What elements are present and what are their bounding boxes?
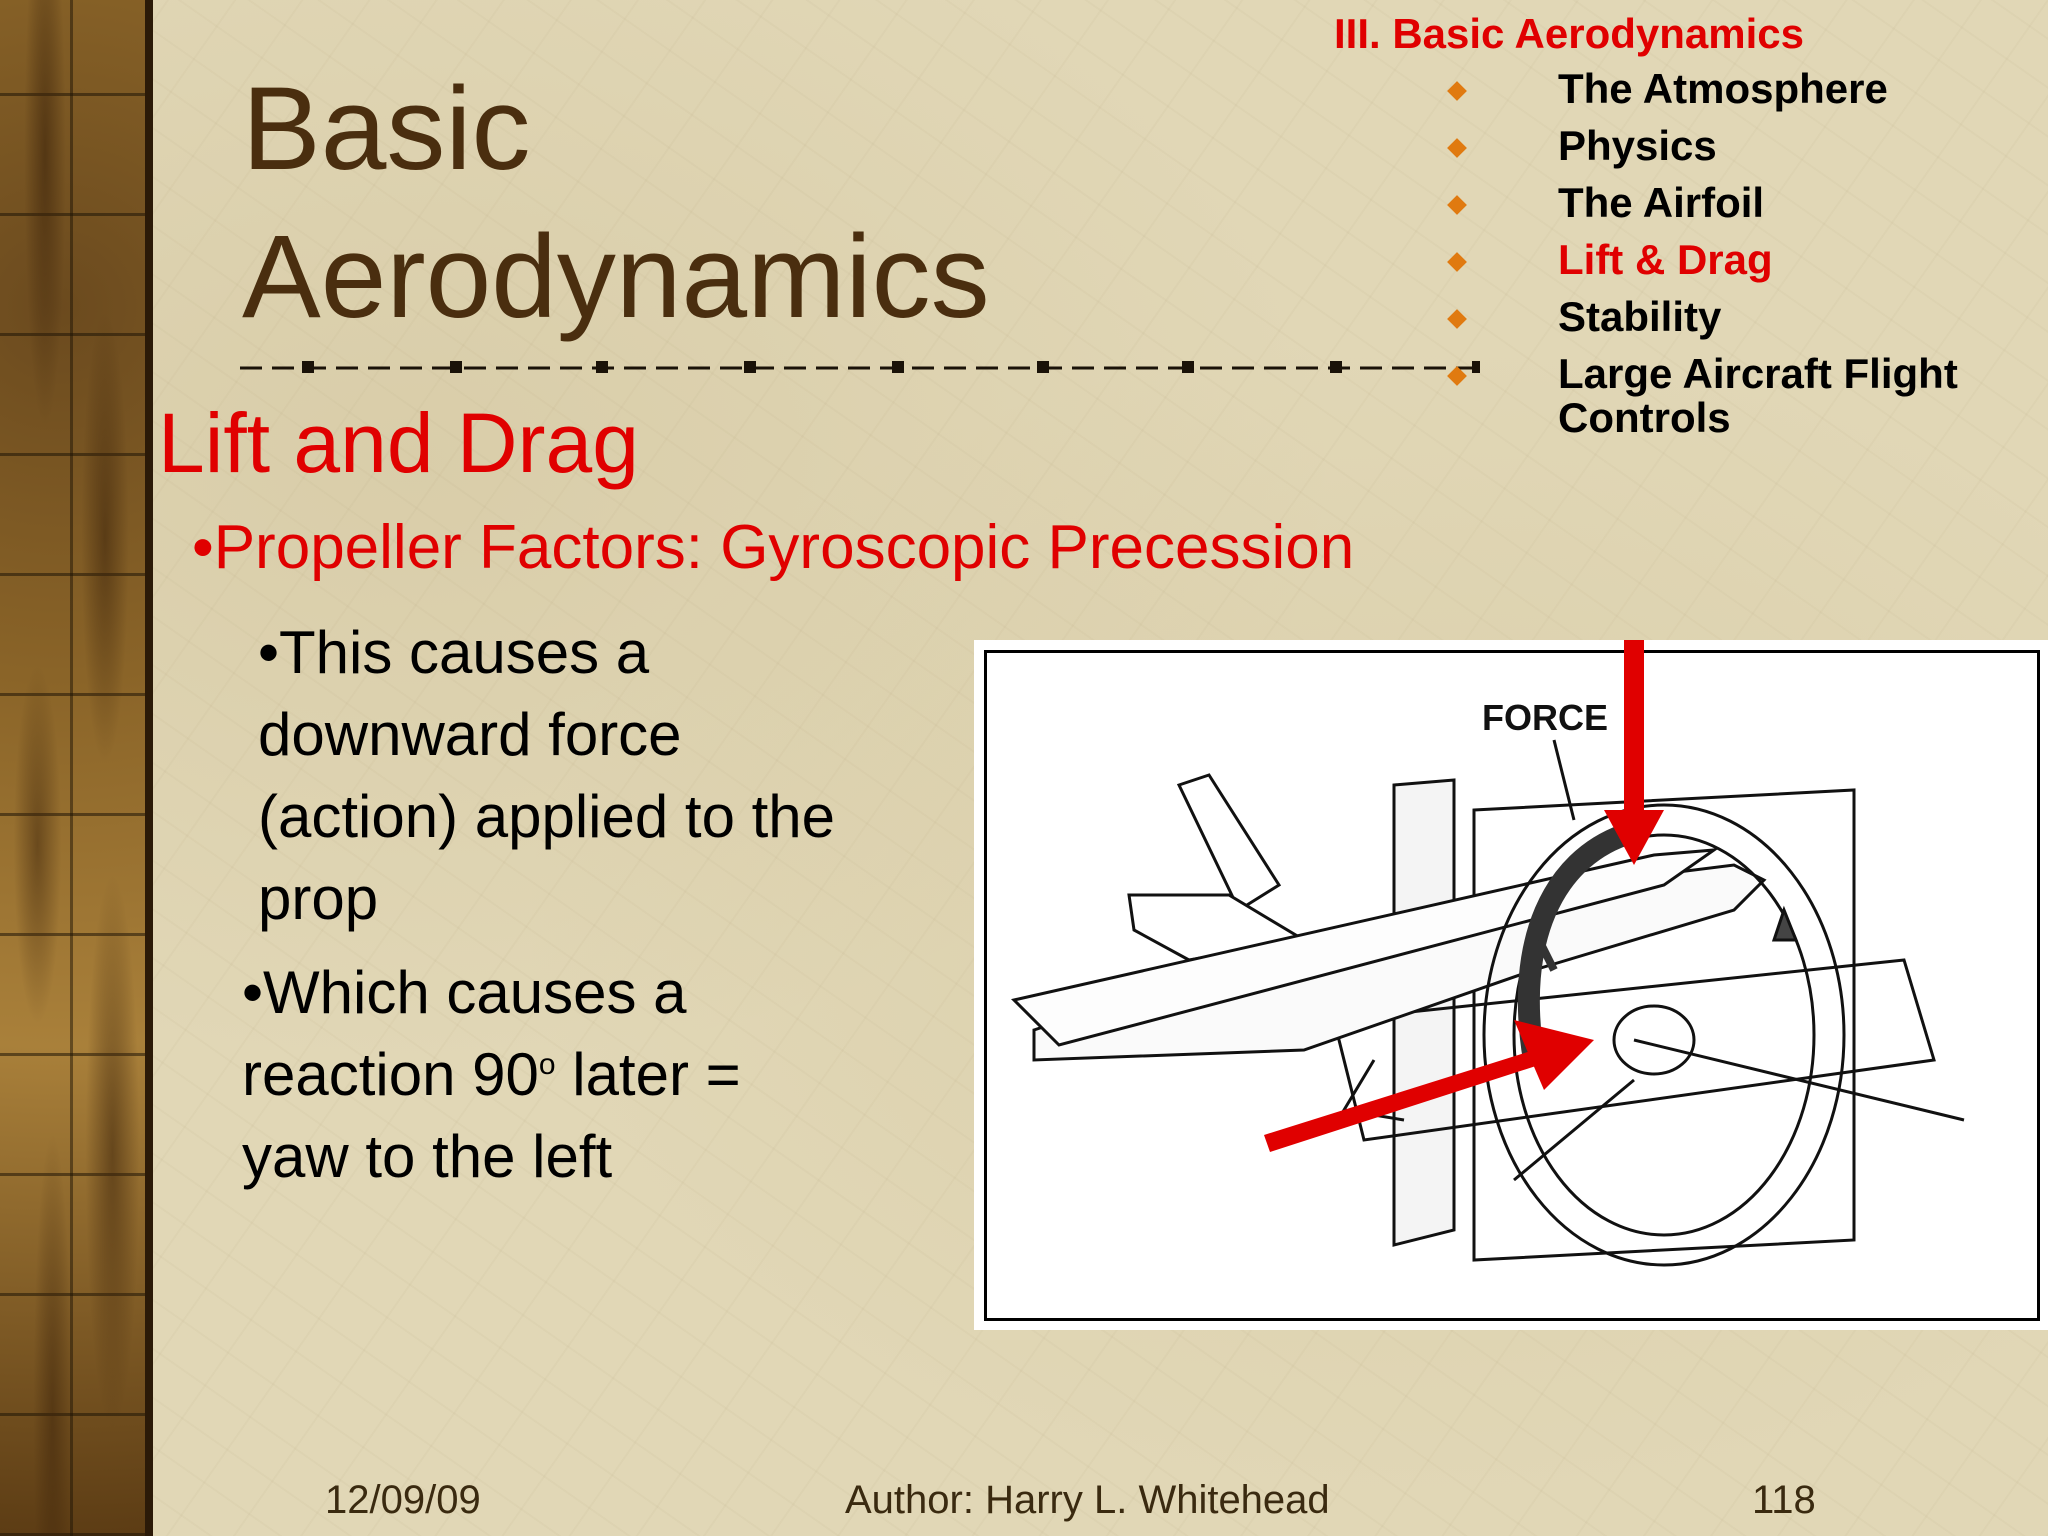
bullet-point-1: •This causes a downward force (action) a… — [258, 612, 978, 940]
bullet-2-line: yaw to the left — [242, 1123, 613, 1190]
outline-heading: III. Basic Aerodynamics — [1334, 10, 1804, 57]
outline-item-label-line2: Controls — [1558, 394, 1731, 441]
outline-item-label: Large Aircraft Flight — [1558, 350, 1958, 397]
footer-date: 12/09/09 — [325, 1478, 481, 1522]
bullet-point-2: •Which causes a reaction 90o later = yaw… — [242, 952, 962, 1198]
decorative-side-strip — [0, 0, 150, 1536]
outline-item-label: The Atmosphere — [1558, 65, 1888, 112]
degree-superscript: o — [538, 1048, 556, 1081]
outline-item-label: Stability — [1558, 293, 1722, 340]
outline-item-label: Physics — [1558, 122, 1717, 169]
gyroscopic-precession-figure: FORCE — [974, 640, 2048, 1330]
strip-texture — [0, 0, 150, 1536]
title-line-1: Basic — [242, 63, 531, 195]
bullet-2-line: •Which causes a — [242, 959, 687, 1026]
bullet-1-line: (action) applied to the — [258, 783, 836, 850]
title-line-2: Aerodynamics — [242, 211, 990, 343]
figure-frame — [984, 650, 2040, 1321]
bullet-1-line: downward force — [258, 701, 682, 768]
dashed-divider — [240, 361, 1480, 373]
section-title: Lift and Drag — [158, 396, 639, 490]
bullet-2-text: reaction 90 — [242, 1041, 539, 1108]
airplane-diagram — [1011, 640, 1965, 1267]
force-label: FORCE — [1482, 697, 1608, 738]
footer-page-number: 118 — [1752, 1478, 1816, 1522]
bullet-2-line: reaction 90o later = — [242, 1034, 962, 1116]
footer-author: Author: Harry L. Whitehead — [845, 1478, 1330, 1522]
outline-item-label: The Airfoil — [1558, 179, 1765, 226]
bullet-1-line: prop — [258, 865, 379, 932]
subheading: •Propeller Factors: Gyroscopic Precessio… — [192, 513, 1355, 582]
slide-title: Basic Aerodynamics — [242, 55, 990, 351]
bullet-1-line: •This causes a — [258, 619, 650, 686]
strip-edge — [145, 0, 153, 1536]
outline-item-label: Lift & Drag — [1558, 236, 1773, 283]
bullet-2-text: later = — [555, 1041, 741, 1108]
